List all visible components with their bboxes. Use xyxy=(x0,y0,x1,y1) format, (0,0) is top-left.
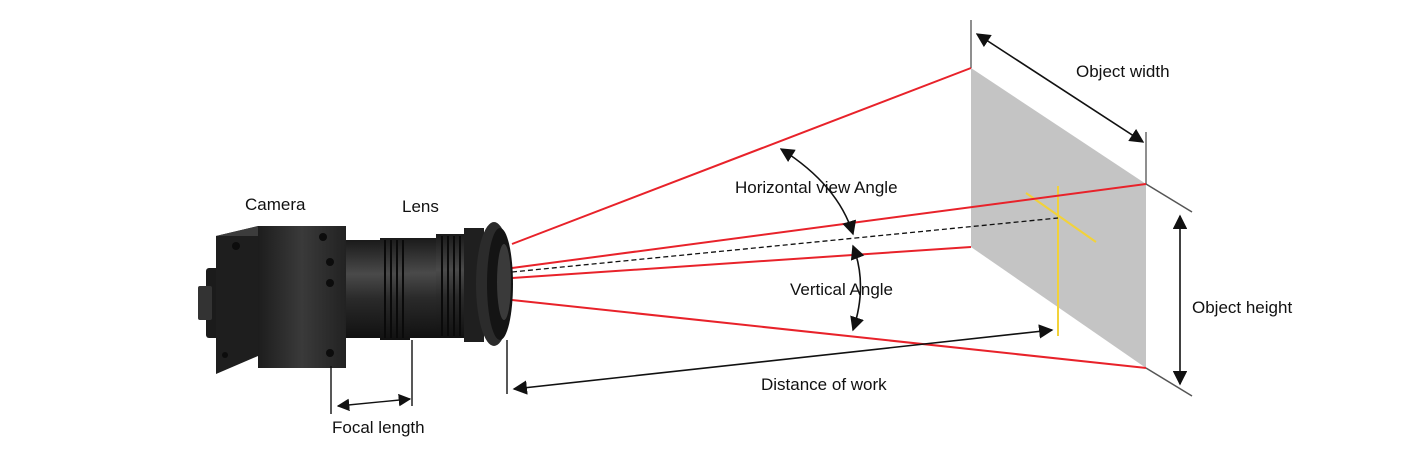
label-object-height: Object height xyxy=(1192,298,1292,317)
label-distance-of-work: Distance of work xyxy=(761,375,887,394)
vertical-angle-arc xyxy=(850,244,865,332)
distance-of-work-arrow xyxy=(512,324,1054,395)
label-horizontal-view-angle: Horizontal view Angle xyxy=(735,178,898,197)
label-object-width: Object width xyxy=(1076,62,1170,81)
focal-length-arrow xyxy=(336,393,412,412)
label-camera: Camera xyxy=(245,195,306,214)
object-height-ext-top xyxy=(1145,183,1193,213)
lens-barrel-icon xyxy=(346,222,513,346)
horizontal-angle-arc xyxy=(779,148,857,236)
object-width-arrow xyxy=(975,33,1145,143)
crosshair-diagonal xyxy=(1025,192,1097,243)
view-line-top xyxy=(511,67,972,245)
label-vertical-angle: Vertical Angle xyxy=(790,280,893,299)
label-lens: Lens xyxy=(402,197,439,216)
view-line-lower xyxy=(511,246,972,279)
object-height-ext-bottom xyxy=(1145,367,1193,397)
view-line-bottom xyxy=(511,299,1147,369)
label-focal-length: Focal length xyxy=(332,418,425,437)
optical-axis xyxy=(511,217,1059,273)
camera-body-icon xyxy=(198,226,346,374)
